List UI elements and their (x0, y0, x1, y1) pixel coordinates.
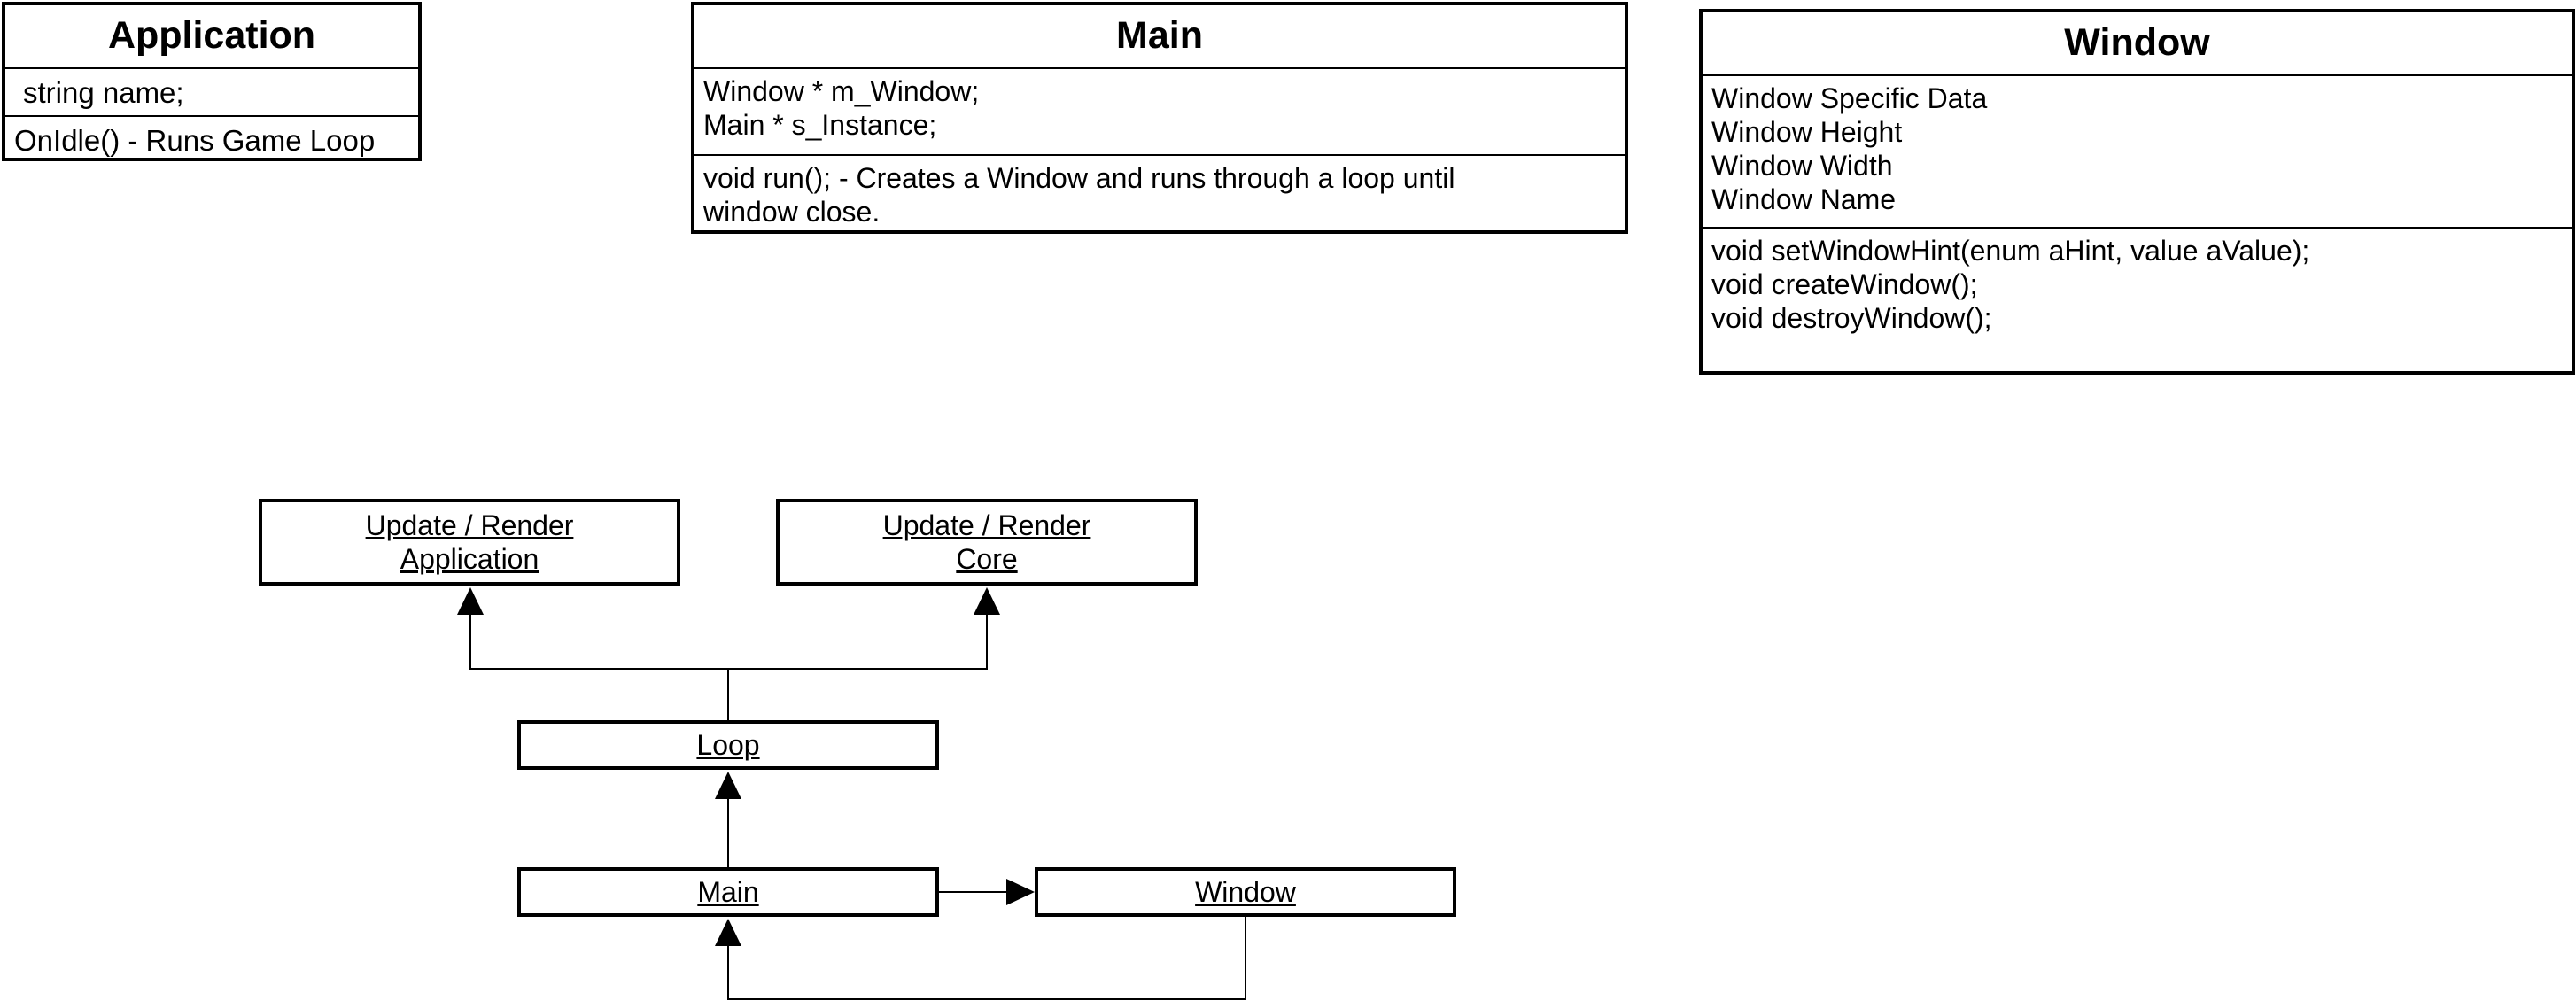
arrowhead-window (1006, 879, 1035, 905)
node-label-line: Update / Render (365, 509, 574, 541)
attribute-line: Window * m_Window; (703, 75, 980, 107)
class-window-attributes: Window Specific Data Window Height Windo… (1703, 76, 2572, 227)
node-label-line: Application (400, 543, 539, 575)
class-main: Main Window * m_Window; Main * s_Instanc… (691, 2, 1628, 234)
attribute-line: Window Width (1711, 150, 1893, 182)
arrowhead-loop (715, 772, 741, 799)
operation-line: void setWindowHint(enum aHint, value aVa… (1711, 235, 2310, 267)
node-label-line: Update / Render (882, 509, 1091, 541)
connector-branch-to-update-core (728, 613, 988, 670)
attribute-line: string name; (23, 76, 184, 109)
node-label: Loop (696, 729, 760, 761)
node-label: Window (1195, 876, 1296, 908)
node-main: Main (517, 867, 939, 917)
attribute-line: Window Specific Data (1711, 82, 1988, 114)
node-update-render-application: Update / Render Application (259, 499, 680, 586)
class-application-operations: OnIdle() - Runs Game Loop (5, 115, 418, 161)
operation-line: void createWindow(); (1711, 268, 1978, 300)
node-window: Window (1035, 867, 1456, 917)
node-loop: Loop (517, 720, 939, 770)
attribute-line: Window Height (1711, 116, 1903, 148)
class-window: Window Window Specific Data Window Heigh… (1699, 9, 2575, 375)
operation-line: void destroyWindow(); (1711, 302, 1992, 334)
node-update-render-core: Update / Render Core (776, 499, 1198, 586)
class-application-title: Application (5, 5, 418, 69)
class-main-title: Main (694, 5, 1625, 69)
operation-line: OnIdle() - Runs Game Loop (14, 124, 376, 157)
class-window-title: Window (1703, 12, 2572, 76)
class-application-attributes: string name; (5, 69, 418, 115)
class-application: Application string name; OnIdle() - Runs… (2, 2, 422, 161)
class-window-operations: void setWindowHint(enum aHint, value aVa… (1703, 227, 2572, 338)
operation-line: void run(); - Creates a Window and runs … (703, 162, 1455, 228)
attribute-line: Window Name (1711, 183, 1897, 215)
arrowhead-update-application (457, 587, 484, 615)
class-main-attributes: Window * m_Window; Main * s_Instance; (694, 69, 1625, 154)
node-label: Main (697, 876, 759, 908)
arrowhead-main (715, 919, 741, 946)
arrowhead-update-core (974, 587, 1000, 615)
node-label-line: Core (956, 543, 1018, 575)
class-main-operations: void run(); - Creates a Window and runs … (694, 154, 1625, 232)
connector-branch-to-update-application (469, 613, 728, 670)
connector-window-to-main (727, 917, 1246, 1000)
attribute-line: Main * s_Instance; (703, 109, 937, 141)
